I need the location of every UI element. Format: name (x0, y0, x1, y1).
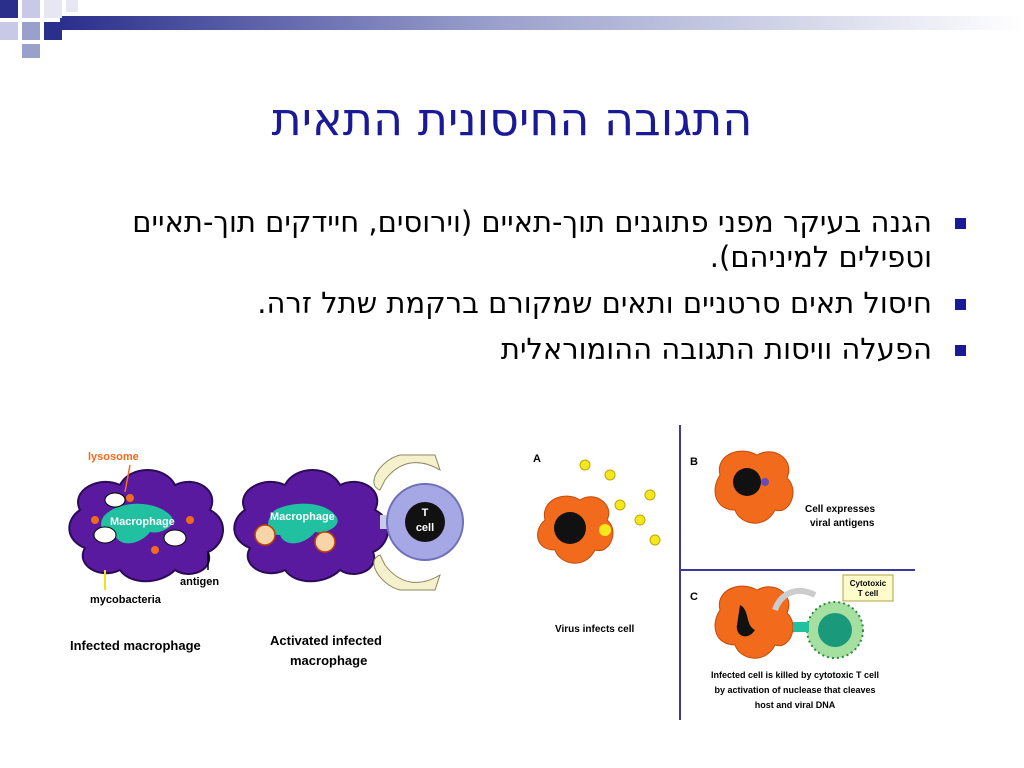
killed-label-line-2: by activation of nuclease that cleaves (714, 685, 875, 695)
lysosome-label: lysosome (88, 451, 139, 463)
bullet-text: חיסול תאים סרטניים ותאים שמקורם ברקמת שת… (257, 286, 932, 320)
killed-label-line-1: Infected cell is killed by cytotoxic T c… (711, 670, 879, 680)
activated-macrophage-label: Macrophage (270, 511, 335, 523)
cytotoxic-label-line-2: T cell (858, 589, 878, 598)
bullet-list: הגנה בעיקר מפני פתוגנים תוך-תאיים (וירוס… (76, 205, 966, 378)
infected-macrophage-illustration (68, 464, 224, 590)
panel-a-illustration (537, 459, 661, 564)
virus-infection-figure: A B C Virus infects cell Cell expresses … (533, 425, 915, 720)
bullet-item: הגנה בעיקר מפני פתוגנים תוך-תאיים (וירוס… (76, 205, 966, 275)
infected-macrophage-caption: Infected macrophage (70, 638, 201, 653)
t-cell-label-line-1: T (422, 507, 429, 519)
bullet-square-icon (955, 218, 966, 229)
panel-c-illustration (714, 574, 894, 659)
bullet-square-icon (955, 299, 966, 310)
bullet-text: הפעלה וויסות התגובה ההומוראלית (500, 332, 932, 366)
cytotoxic-label-line-1: Cytotoxic (850, 579, 887, 588)
macrophage-figure: lysosome Macrophage antigen mycobacteria… (68, 451, 464, 668)
panel-c-label: C (690, 591, 698, 603)
panel-b-illustration (714, 450, 794, 524)
bullet-text: הגנה בעיקר מפני פתוגנים תוך-תאיים (וירוס… (132, 205, 932, 274)
antigen-label: antigen (180, 576, 219, 588)
activated-macrophage-illustration (233, 469, 405, 583)
bullet-item: הפעלה וויסות התגובה ההומוראלית (76, 332, 966, 367)
activated-caption-line-1: Activated infected (270, 633, 382, 648)
killed-label-line-3: host and viral DNA (755, 700, 836, 710)
macrophage-label: Macrophage (110, 516, 175, 528)
activated-caption-line-2: macrophage (290, 653, 367, 668)
panel-b-label: B (690, 456, 698, 468)
virus-infects-label: Virus infects cell (555, 624, 635, 635)
slide-title: התגובה החיסונית התאית (271, 92, 753, 146)
t-cell-label-line-2: cell (416, 522, 434, 534)
expresses-label-line-2: viral antigens (810, 518, 875, 529)
panel-a-label: A (533, 453, 541, 465)
bullet-square-icon (955, 345, 966, 356)
corner-decoration (0, 0, 1024, 58)
expresses-label-line-1: Cell expresses (805, 504, 875, 515)
t-cell-illustration (373, 454, 464, 591)
mycobacteria-label: mycobacteria (90, 594, 162, 606)
bullet-item: חיסול תאים סרטניים ותאים שמקורם ברקמת שת… (76, 286, 966, 321)
